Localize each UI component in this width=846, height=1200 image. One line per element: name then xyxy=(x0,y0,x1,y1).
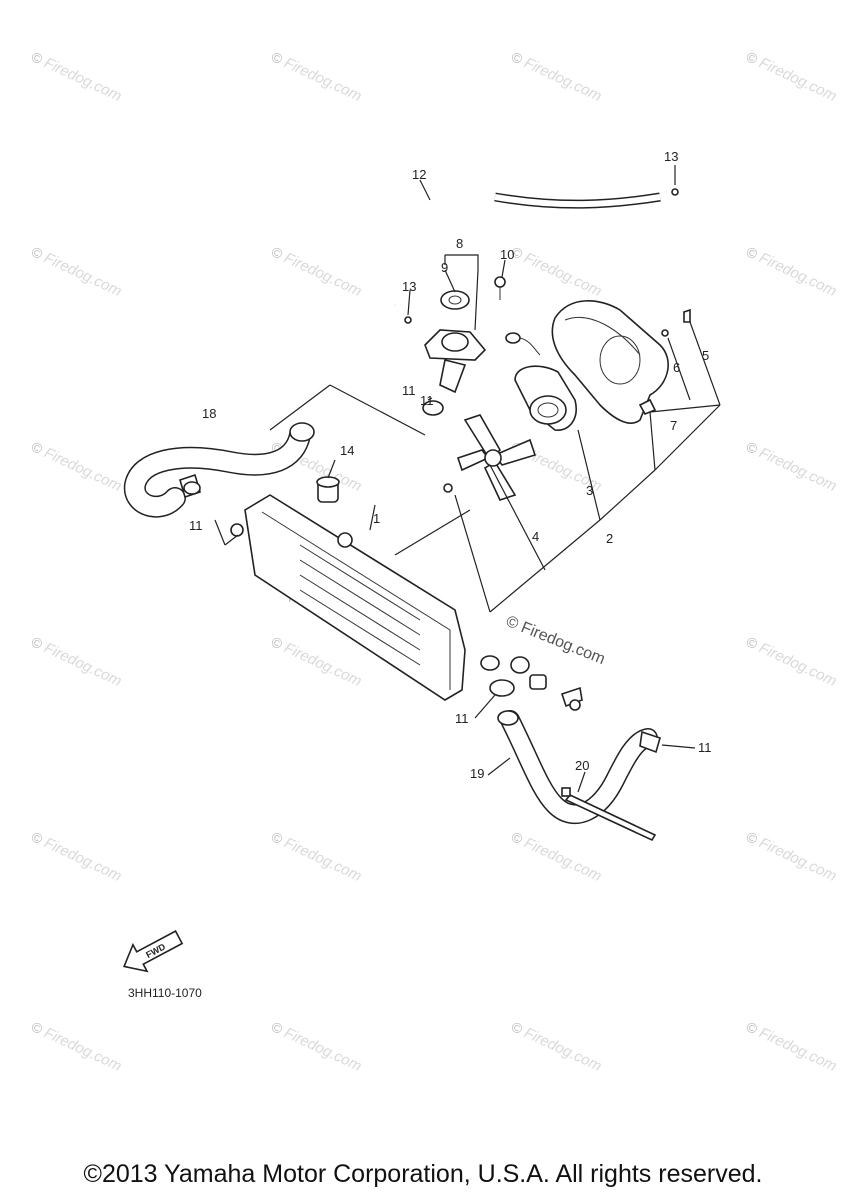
callout-18: 18 xyxy=(202,406,216,421)
callout-11: 11 xyxy=(698,740,712,755)
callout-19: 19 xyxy=(470,766,484,781)
watermark: © Firedog.com xyxy=(743,243,839,300)
watermark: © Firedog.com xyxy=(28,438,124,495)
watermark: © Firedog.com xyxy=(268,633,364,690)
watermark: © Firedog.com xyxy=(28,1018,124,1075)
watermark: © Firedog.com xyxy=(508,243,604,300)
radiator xyxy=(230,476,500,701)
callout-11: 11 xyxy=(420,393,434,408)
fan-motor xyxy=(514,365,577,431)
callout-2: 2 xyxy=(606,531,613,546)
hose-18 xyxy=(123,422,315,518)
thermostat-housing xyxy=(424,276,541,394)
watermark: © Firedog.com xyxy=(743,1018,839,1075)
watermark: © Firedog.com xyxy=(508,48,604,105)
lower-fittings xyxy=(489,656,583,711)
fan-shroud xyxy=(551,300,691,424)
fan-blade xyxy=(443,414,537,501)
callout-11: 11 xyxy=(455,711,469,726)
hose-clamps xyxy=(183,400,444,495)
callout-10: 10 xyxy=(500,247,514,262)
callout-8: 8 xyxy=(456,236,463,251)
callout-13: 13 xyxy=(664,149,678,164)
leader-lines xyxy=(214,165,721,793)
watermark: © Firedog.com xyxy=(743,48,839,105)
diagram-code: 3HH110-1070 xyxy=(128,986,202,1000)
callout-20: 20 xyxy=(575,758,589,773)
watermark: © Firedog.com xyxy=(268,1018,364,1075)
callout-7: 7 xyxy=(670,418,677,433)
watermark: © Firedog.com xyxy=(28,828,124,885)
watermark: © Firedog.com xyxy=(743,633,839,690)
hose-19 xyxy=(497,710,661,842)
callout-4: 4 xyxy=(532,529,539,544)
callout-3: 3 xyxy=(586,483,593,498)
callout-12: 12 xyxy=(412,167,426,182)
fwd-arrow-icon: FWD xyxy=(122,930,184,973)
callout-9: 9 xyxy=(441,260,448,275)
copyright-footer: ©2013 Yamaha Motor Corporation, U.S.A. A… xyxy=(83,1160,763,1188)
callout-13: 13 xyxy=(402,279,416,294)
watermark: © Firedog.com xyxy=(508,828,604,885)
upper-hose-12 xyxy=(354,188,679,324)
callout-14: 14 xyxy=(340,443,354,458)
callout-6: 6 xyxy=(673,360,680,375)
watermark: © Firedog.com xyxy=(268,828,364,885)
callout-11: 11 xyxy=(402,383,416,398)
watermark: © Firedog.com xyxy=(28,48,124,105)
watermark: © Firedog.com xyxy=(28,633,124,690)
watermark: © Firedog.com xyxy=(268,48,364,105)
callout-labels: 1 2 3 4 5 6 7 8 9 10 11 11 11 11 11 12 1… xyxy=(189,149,712,781)
watermark: © Firedog.com xyxy=(743,828,839,885)
watermark: © Firedog.com xyxy=(268,243,364,300)
watermark: © Firedog.com xyxy=(28,243,124,300)
callout-11: 11 xyxy=(189,518,203,533)
callout-5: 5 xyxy=(702,348,709,363)
callout-1: 1 xyxy=(373,511,380,526)
watermark: © Firedog.com xyxy=(508,1018,604,1075)
watermark: © Firedog.com xyxy=(743,438,839,495)
